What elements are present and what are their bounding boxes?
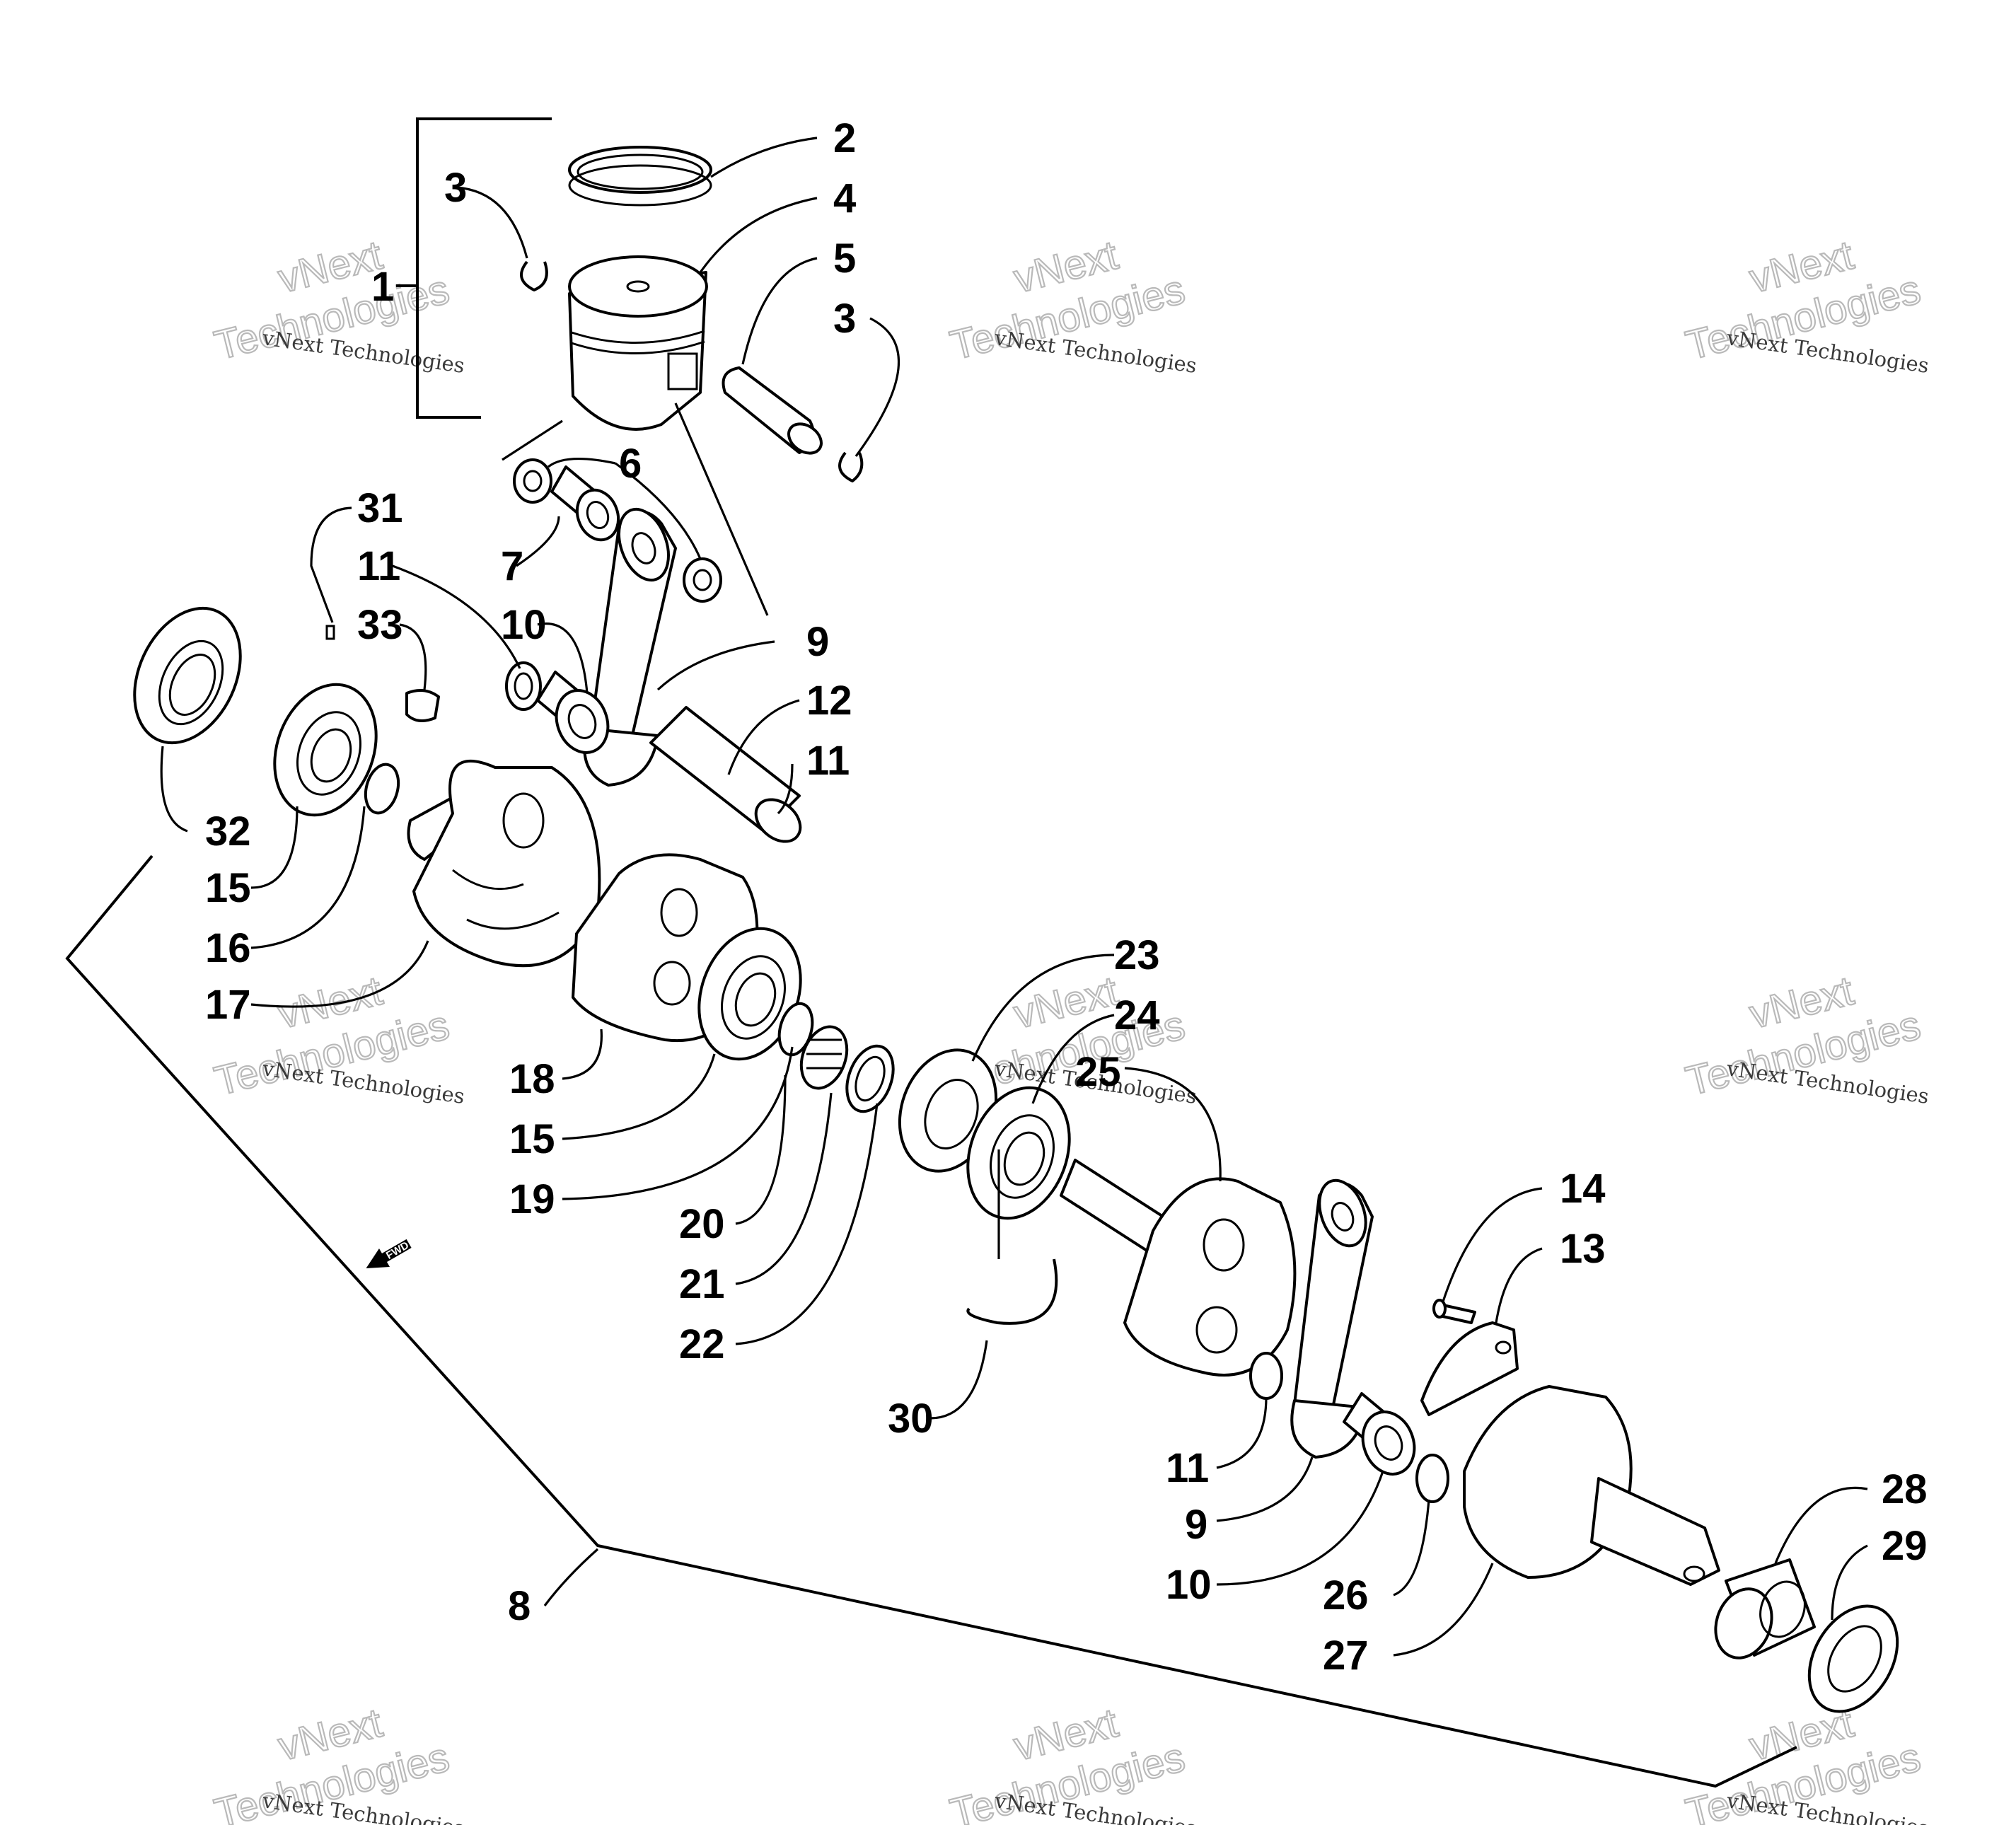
callout: 25 bbox=[1075, 1049, 1121, 1095]
needle-bearing-big-end-left bbox=[536, 671, 610, 754]
callout: 14 bbox=[1560, 1166, 1606, 1212]
counterweight bbox=[1420, 1321, 1519, 1416]
seal-rings bbox=[845, 1044, 895, 1113]
callout: 11 bbox=[806, 738, 850, 784]
callout: 3 bbox=[833, 296, 856, 342]
pin-axis-line bbox=[502, 419, 563, 461]
callout: 20 bbox=[679, 1201, 725, 1247]
callout: 16 bbox=[205, 925, 251, 971]
callout: 15 bbox=[509, 1116, 555, 1162]
piston bbox=[568, 255, 708, 431]
snap-ring bbox=[966, 1258, 1058, 1325]
callout: 4 bbox=[833, 175, 856, 221]
callout: 21 bbox=[679, 1261, 725, 1307]
callout: 29 bbox=[1882, 1523, 1928, 1569]
leader-lines bbox=[160, 137, 1868, 1657]
callout: 10 bbox=[1166, 1562, 1212, 1608]
callout: 19 bbox=[509, 1176, 555, 1222]
roller-bearing-mag bbox=[1714, 1558, 1816, 1659]
crank-half-mag bbox=[1463, 1385, 1720, 1586]
callout: 7 bbox=[501, 543, 523, 589]
callout: 24 bbox=[1114, 992, 1160, 1038]
dowel-pin bbox=[325, 625, 335, 640]
crank-half-right-center bbox=[1060, 1159, 1297, 1377]
callout: 12 bbox=[806, 678, 852, 724]
callout: 22 bbox=[679, 1321, 725, 1367]
thrust-washer-lower bbox=[683, 557, 722, 603]
labyrinth-seal bbox=[799, 1025, 849, 1090]
needle-bearing-big-end-right bbox=[1343, 1392, 1416, 1476]
crankshaft-assembly-bracket bbox=[65, 854, 1797, 1788]
callout: 6 bbox=[619, 441, 642, 487]
piston-ring bbox=[568, 146, 712, 207]
callout: 32 bbox=[205, 809, 251, 854]
crank-pin bbox=[649, 706, 802, 843]
callout: 9 bbox=[1185, 1502, 1207, 1548]
washer-right-rod bbox=[1249, 1352, 1283, 1400]
thrust-washer-upper bbox=[513, 458, 552, 504]
piston-pin bbox=[722, 366, 823, 455]
fwd-arrow: FWD bbox=[366, 1239, 412, 1268]
callout: 23 bbox=[1114, 932, 1160, 978]
needle-bearing-small-end bbox=[550, 465, 620, 542]
callout: 10 bbox=[501, 602, 547, 648]
washer-crankpin bbox=[505, 661, 542, 711]
callout: 17 bbox=[205, 982, 251, 1028]
callout: 2 bbox=[833, 115, 856, 161]
oil-seal-mag bbox=[1807, 1604, 1899, 1713]
woodruff-key bbox=[405, 689, 440, 722]
callout: 5 bbox=[833, 236, 856, 282]
ball-bearing-left bbox=[273, 683, 378, 817]
callout: 8 bbox=[508, 1583, 531, 1629]
callout: 11 bbox=[357, 543, 400, 589]
callout: 11 bbox=[1166, 1445, 1209, 1491]
connecting-rod-left bbox=[583, 507, 677, 787]
circlip-left bbox=[520, 260, 548, 291]
callout: 33 bbox=[357, 602, 403, 648]
oil-seal-left bbox=[133, 606, 242, 745]
callout: 26 bbox=[1323, 1572, 1369, 1618]
shim-center bbox=[777, 1002, 814, 1057]
watermarks: vNext Technologies vNext Technologies vN… bbox=[209, 231, 1930, 1825]
thrust-washer-right bbox=[1415, 1454, 1449, 1503]
callout: 27 bbox=[1323, 1633, 1369, 1679]
shim-left bbox=[364, 763, 400, 815]
callout: 3 bbox=[444, 165, 467, 211]
callout: 18 bbox=[509, 1056, 555, 1102]
circlip-right bbox=[838, 451, 864, 482]
callout: 15 bbox=[205, 865, 251, 911]
piston-kit-bracket bbox=[416, 117, 552, 419]
callout: 28 bbox=[1882, 1466, 1928, 1512]
pin-axis-line bbox=[674, 402, 769, 616]
ball-bearing-right bbox=[966, 1086, 1071, 1220]
screw bbox=[1432, 1299, 1476, 1324]
callout: 31 bbox=[357, 485, 403, 531]
callout: 30 bbox=[888, 1396, 934, 1442]
callout: 13 bbox=[1560, 1226, 1606, 1272]
callouts: 1 2 3 4 5 3 6 7 31 11 33 10 9 12 11 32 1… bbox=[205, 115, 1928, 1679]
crank-half-left bbox=[407, 760, 601, 968]
callout: 1 bbox=[371, 264, 394, 310]
callout: 9 bbox=[806, 619, 829, 665]
